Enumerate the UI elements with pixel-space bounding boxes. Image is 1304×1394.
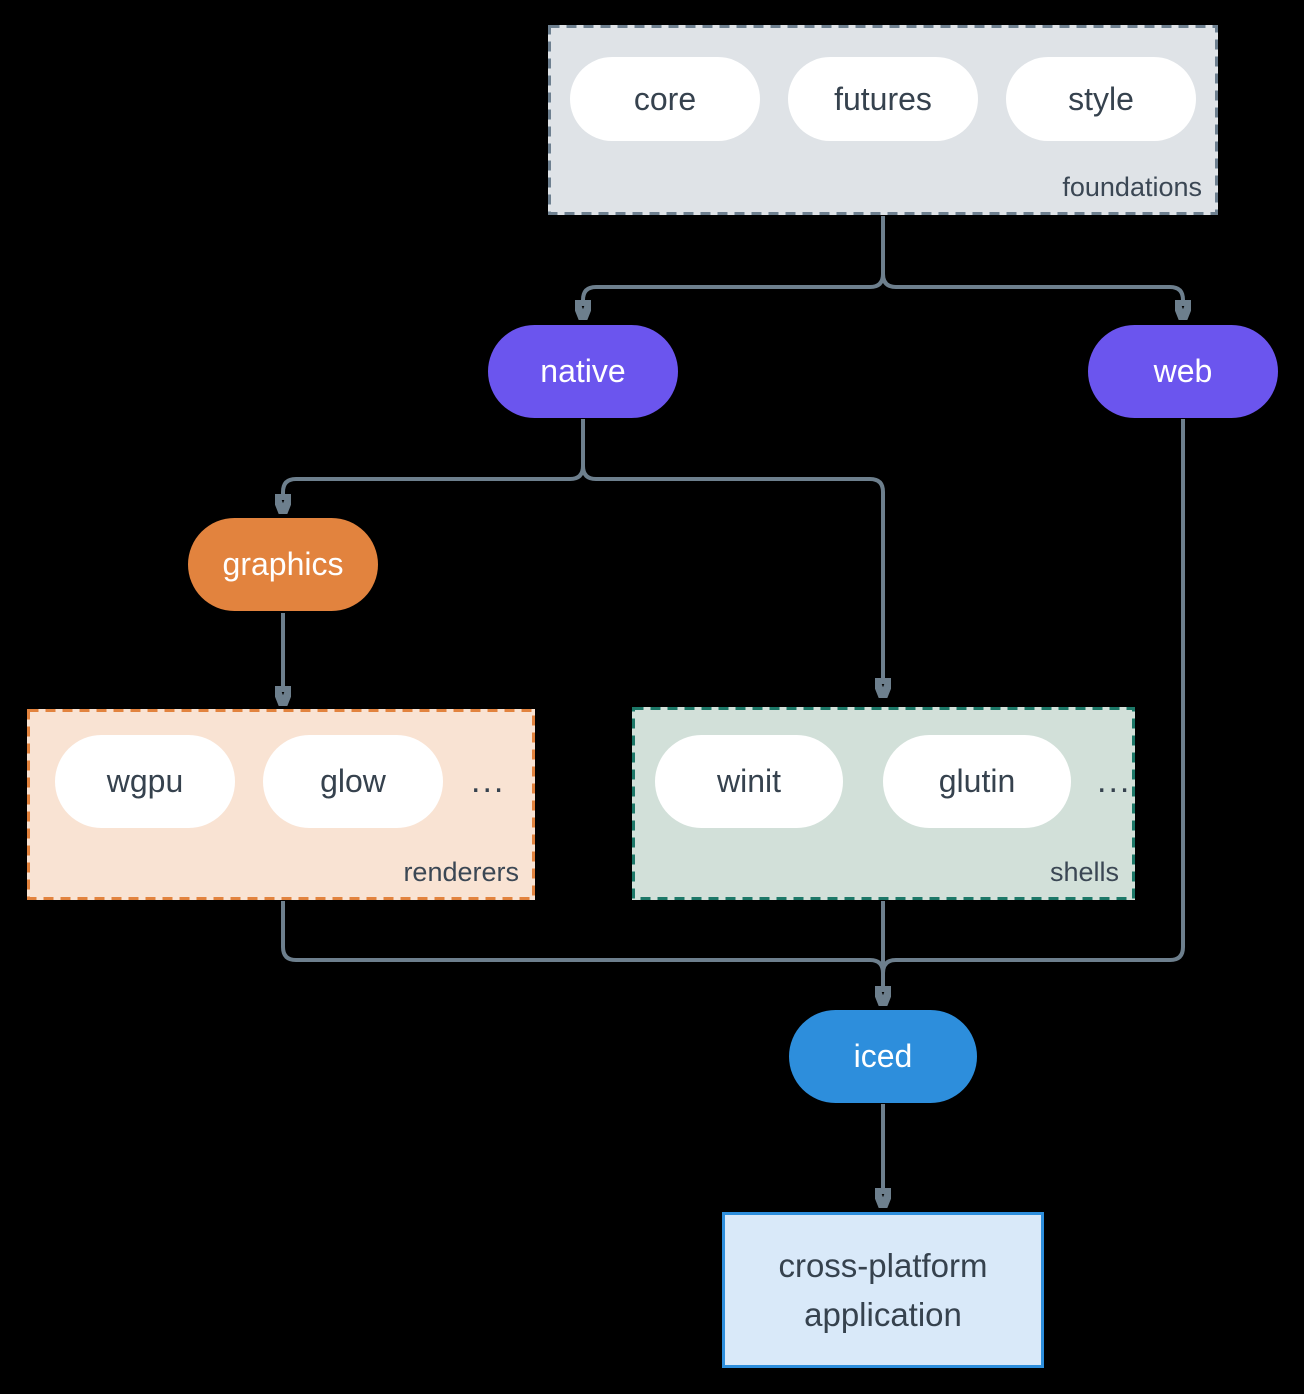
renderers-pill-row: wgpu glow ...	[27, 735, 535, 828]
connector-foundations-to-native	[583, 216, 885, 306]
group-label-renderers: renderers	[403, 857, 519, 887]
pill-wgpu: wgpu	[55, 735, 235, 828]
node-graphics: graphics	[188, 518, 378, 611]
application-label-line2: application	[804, 1296, 962, 1333]
group-label-shells: shells	[1049, 857, 1119, 887]
shells-pill-row: winit glutin ...	[632, 735, 1135, 828]
group-shells: winit glutin ... shells	[632, 707, 1135, 900]
application-box: cross-platform application	[722, 1212, 1044, 1368]
connector-native-to-graphics	[283, 419, 585, 500]
foundations-pill-row: core futures style	[548, 57, 1218, 141]
node-iced: iced	[789, 1010, 977, 1103]
application-label-line1: cross-platform	[778, 1247, 988, 1284]
connector-foundations-to-web	[881, 216, 1183, 306]
pill-glow: glow	[263, 735, 443, 828]
pill-futures: futures	[788, 57, 978, 141]
pill-glutin: glutin	[883, 735, 1071, 828]
node-native: native	[488, 325, 678, 418]
connector-renderers-to-merge	[281, 901, 885, 975]
group-renderers: wgpu glow ... renderers	[27, 709, 535, 900]
group-foundations: core futures style foundations	[548, 25, 1218, 215]
connector-native-to-shells	[581, 419, 883, 684]
pill-style: style	[1006, 57, 1196, 141]
group-label-foundations: foundations	[1062, 172, 1202, 202]
node-web: web	[1088, 325, 1278, 418]
ellipsis-shells: ...	[1097, 762, 1132, 800]
ellipsis-renderers: ...	[471, 762, 506, 800]
pill-winit: winit	[655, 735, 843, 828]
pill-core: core	[570, 57, 760, 141]
